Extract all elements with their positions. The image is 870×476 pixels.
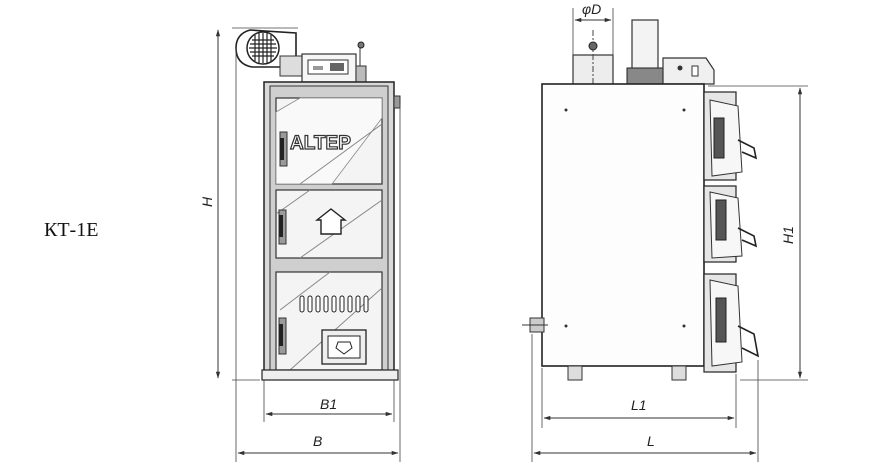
door-profile-middle [703,185,758,263]
middle-door [275,189,383,259]
front-view: ALTEP [235,29,401,381]
dim-flue-diameter: φD [582,1,601,17]
dim-height-1: H1 [780,226,796,244]
house-icon [314,208,348,235]
upper-door: ALTEP [275,97,383,185]
dim-width: B [313,433,322,449]
model-label: КТ-1Е [44,219,99,241]
lower-door [275,271,383,371]
fan-unit [235,29,303,77]
dim-length: L [647,433,655,449]
side-dimensions: φD H1 L1 L [531,1,808,462]
door-profile-upper [703,91,758,181]
front-dimensions: H B1 B [199,27,401,462]
dim-width-1: B1 [320,396,337,412]
brand-logo: ALTEP [290,133,351,154]
dim-length-1: L1 [631,397,647,413]
controller-box [301,41,367,83]
side-view [522,19,760,381]
dim-height: H [199,196,215,207]
door-profile-lower [703,273,760,373]
air-vents [299,295,369,313]
